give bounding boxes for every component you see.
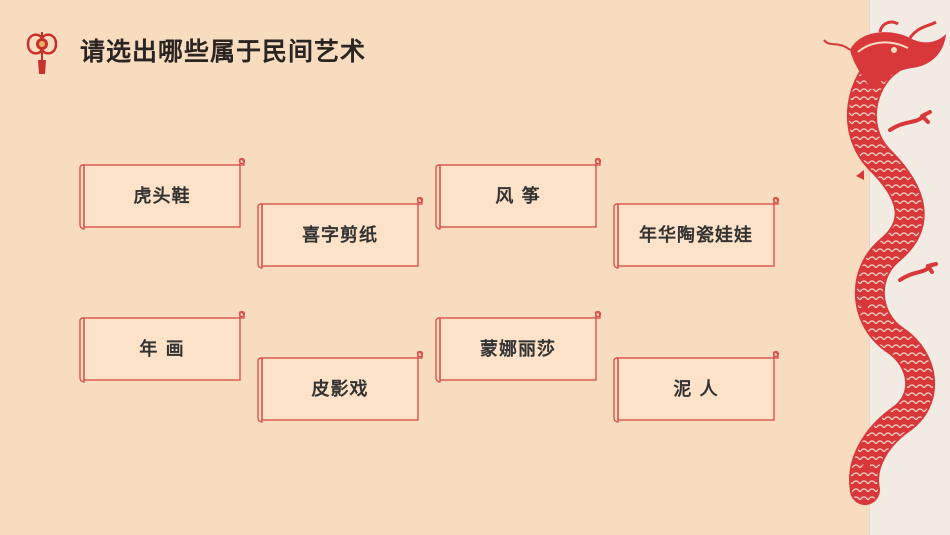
option-label: 年华陶瓷娃娃 xyxy=(639,225,753,246)
chinese-knot-icon xyxy=(26,32,58,74)
option-scroll-monalisa[interactable]: 蒙娜丽莎 xyxy=(434,310,602,386)
option-label: 风 筝 xyxy=(495,186,541,207)
scroll-frame xyxy=(79,310,246,383)
option-scroll-xizi-jianzhi[interactable]: 喜字剪纸 xyxy=(256,196,424,272)
scroll-frame xyxy=(613,350,780,423)
option-label: 年 画 xyxy=(139,339,185,360)
option-label: 皮影戏 xyxy=(311,379,369,400)
scroll-frame xyxy=(257,350,424,423)
option-scroll-nianhua[interactable]: 年 画 xyxy=(78,310,246,386)
option-label: 泥 人 xyxy=(673,379,719,400)
dragon-icon xyxy=(823,20,946,505)
option-scroll-nianhua-taoci[interactable]: 年华陶瓷娃娃 xyxy=(612,196,780,272)
option-scroll-niren[interactable]: 泥 人 xyxy=(612,350,780,426)
scroll-frame xyxy=(435,310,602,383)
option-label: 蒙娜丽莎 xyxy=(480,339,556,360)
scroll-frame xyxy=(613,196,780,269)
scroll-frame xyxy=(435,157,602,230)
option-label: 喜字剪纸 xyxy=(302,225,378,246)
page-title: 请选出哪些属于民间艺术 xyxy=(80,37,367,66)
option-scroll-hutouxie[interactable]: 虎头鞋 xyxy=(78,157,246,233)
scroll-frame xyxy=(79,157,246,230)
option-label: 虎头鞋 xyxy=(133,186,191,207)
scroll-frame xyxy=(257,196,424,269)
option-scroll-piyingxi[interactable]: 皮影戏 xyxy=(256,350,424,426)
option-scroll-fengzheng[interactable]: 风 筝 xyxy=(434,157,602,233)
